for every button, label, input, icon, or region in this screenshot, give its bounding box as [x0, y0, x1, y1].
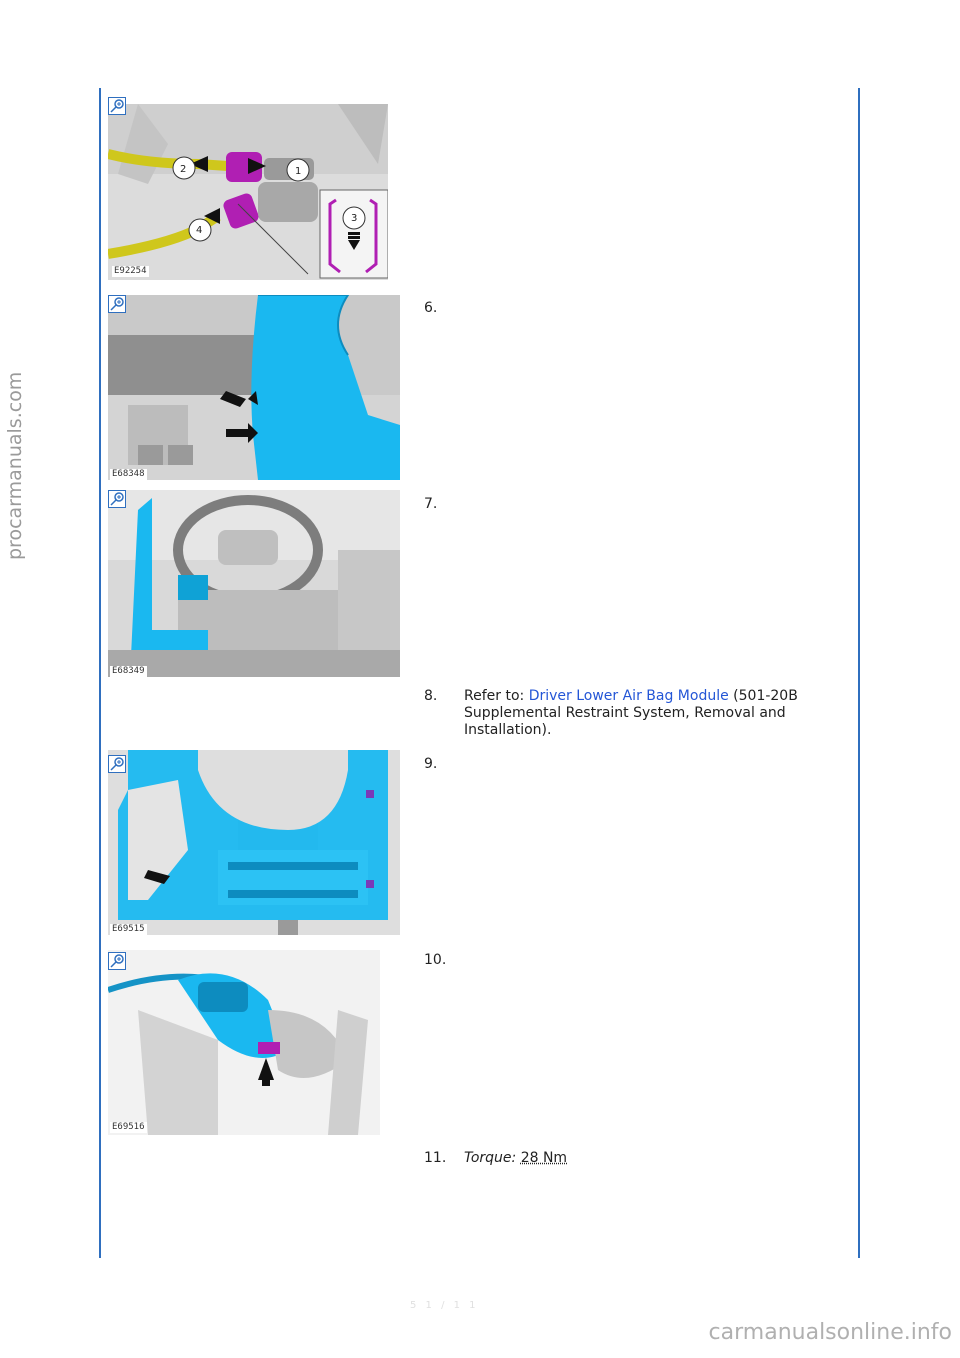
torque-label: Torque:	[464, 1150, 517, 1166]
step-7: 7.	[424, 496, 462, 513]
step-9: 9.	[424, 756, 462, 773]
callout-label-3: 3	[351, 213, 358, 224]
figure-label: E68349	[110, 666, 147, 677]
driver-lower-air-bag-module-link[interactable]: Driver Lower Air Bag Module	[528, 688, 729, 704]
callout-label-2: 2	[180, 164, 187, 175]
torque-value[interactable]: 28 Nm	[520, 1150, 568, 1166]
figure-label: E92254	[112, 266, 149, 277]
figure-step-6: E68348	[108, 295, 400, 480]
callout-label-1: 1	[295, 166, 302, 177]
left-margin-rule	[99, 88, 101, 1258]
bottom-watermark: carmanualsonline.info	[708, 1320, 952, 1345]
step-11: 11.	[424, 1150, 462, 1167]
figure-step-10: E69516	[108, 950, 380, 1135]
step-number: 7.	[424, 496, 438, 512]
step-number: 8.	[424, 688, 438, 704]
zoom-icon[interactable]	[108, 295, 126, 313]
column-connector-illustration	[108, 950, 380, 1135]
figure-step-7: E68349	[108, 490, 400, 677]
step-number: 9.	[424, 756, 438, 772]
figure-label: E69516	[110, 1122, 147, 1133]
right-margin-rule	[858, 88, 860, 1258]
figure-step-9: E69515	[108, 750, 400, 935]
step-number: 6.	[424, 300, 438, 316]
zoom-icon[interactable]	[108, 755, 126, 773]
dashboard-illustration	[108, 490, 400, 677]
callout-label-4: 4	[196, 225, 203, 236]
refer-to-label: Refer to:	[464, 688, 529, 704]
step-10: 10.	[424, 952, 462, 969]
side-watermark: procarmanuals.com	[4, 371, 26, 560]
lower-panel-illustration	[108, 295, 400, 480]
figure-connectors: E92254 2 1 4 3	[108, 104, 388, 280]
zoom-icon[interactable]	[108, 97, 126, 115]
zoom-icon[interactable]	[108, 490, 126, 508]
zoom-icon[interactable]	[108, 952, 126, 970]
page-number: 5 1 / 1 1	[410, 1300, 479, 1311]
step-8-text: Refer to: Driver Lower Air Bag Module (5…	[464, 688, 844, 739]
figure-label: E68348	[110, 469, 147, 480]
figure-label: E69515	[110, 924, 147, 935]
step-11-text: Torque: 28 Nm	[464, 1150, 844, 1167]
connectors-illustration	[108, 104, 388, 280]
step-8: 8.	[424, 688, 462, 705]
bracket-illustration	[108, 750, 400, 935]
step-number: 10.	[424, 952, 447, 968]
step-6: 6.	[424, 300, 462, 317]
step-number: 11.	[424, 1150, 447, 1166]
reference-section: (501-20B Supplemental Restraint System, …	[464, 688, 798, 738]
